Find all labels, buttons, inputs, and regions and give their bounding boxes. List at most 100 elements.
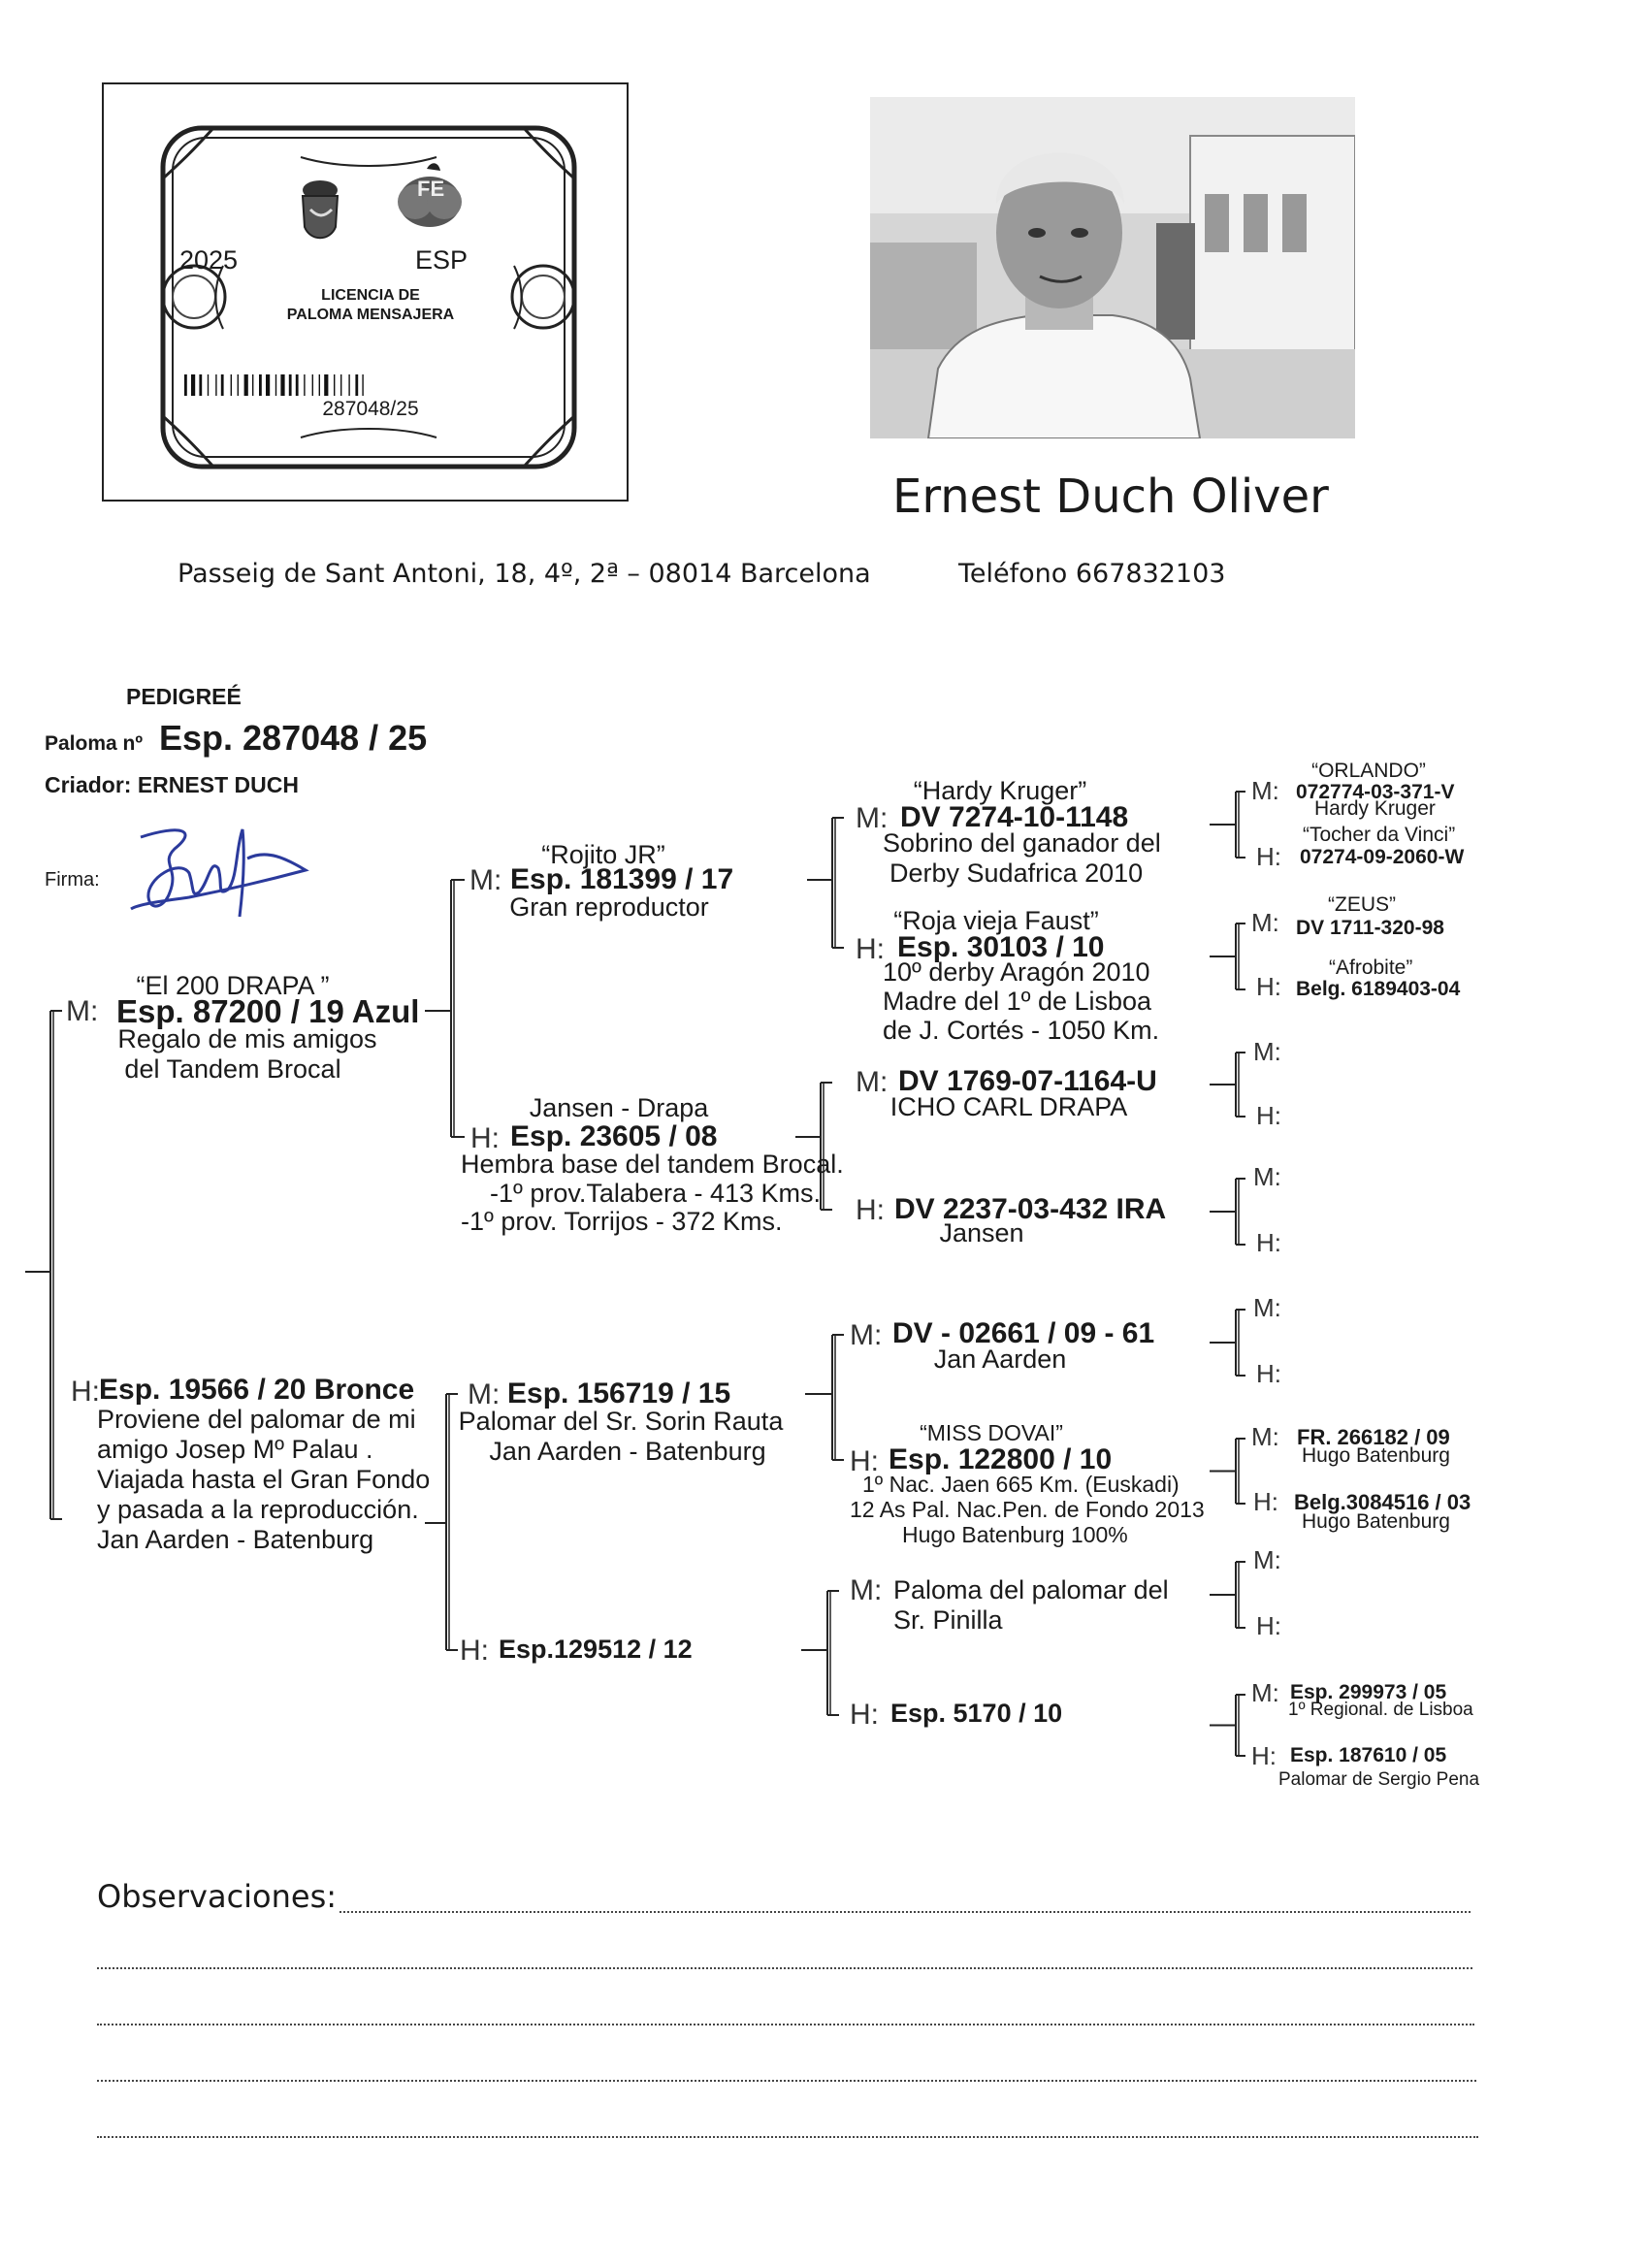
g3-mmh-note-3: de J. Cortés - 1050 Km. <box>883 1016 1160 1045</box>
g1-female-note-3: Viajada hasta el Gran Fondo <box>97 1465 431 1494</box>
g3-hmh-note-1: 1º Nac. Jaen 665 Km. (Euskadi) <box>862 1472 1180 1497</box>
g3-mmm-name: “Hardy Kruger” <box>913 776 1087 805</box>
g3-hmh-ring: Esp. 122800 / 10 <box>889 1443 1113 1475</box>
license-frame <box>102 82 629 502</box>
g2-mh-note-1: Hembra base del tandem Brocal. <box>461 1150 844 1179</box>
paloma-number: Esp. 287048 / 25 <box>159 718 428 758</box>
barcode-bar <box>191 374 196 396</box>
breeder: Criador: ERNEST DUCH <box>45 772 299 797</box>
signature <box>130 828 309 918</box>
g4-1-h-ring: 07274-09-2060-W <box>1300 846 1465 868</box>
g4-7-m-ring: FR. 266182 / 09 <box>1297 1425 1450 1449</box>
crest-icon <box>301 180 340 240</box>
g3-mmm-label: M: <box>856 802 889 834</box>
barcode-bar <box>288 374 292 396</box>
g4-6-m-label: M: <box>1253 1545 1281 1574</box>
g4-2-m-label: M: <box>1251 908 1279 937</box>
g3-hhm-ring: Paloma del palomar del <box>893 1575 1169 1604</box>
g3-hhm-label: M: <box>850 1574 883 1606</box>
barcode-bar <box>259 374 262 396</box>
g4-3-h-label: H: <box>1256 1101 1281 1130</box>
g4-8-h-ring: Esp. 187610 / 05 <box>1290 1744 1447 1766</box>
observations-line-4[interactable] <box>97 2080 1476 2082</box>
g4-6-h-label: H: <box>1256 1611 1281 1640</box>
g3-mmm-note-2: Derby Sudafrica 2010 <box>889 859 1144 888</box>
barcode-bar <box>207 374 210 396</box>
barcode-bar <box>280 374 285 396</box>
barcode-bar <box>275 374 277 396</box>
g3-hhh-ring: Esp. 5170 / 10 <box>890 1699 1063 1728</box>
g1-male-note-2: del Tandem Brocal <box>124 1054 341 1084</box>
barcode-bar <box>318 374 320 396</box>
g1-male-name: “El 200 DRAPA ” <box>136 971 330 1000</box>
barcode-bar <box>199 374 203 396</box>
g3-mhh-ring: DV 2237-03-432 IRA <box>894 1193 1167 1225</box>
g1-male-ring: Esp. 87200 / 19 Azul <box>116 993 420 1029</box>
g3-mmh-note-1: 10º derby Aragón 2010 <box>883 957 1150 987</box>
g1-male-label: M: <box>66 995 99 1027</box>
barcode-bar <box>230 374 232 396</box>
g4-4-m-label: M: <box>1253 1162 1281 1191</box>
g2-mh-label: H: <box>470 1122 500 1154</box>
barcode-bar <box>324 374 329 396</box>
observations-line-2[interactable] <box>97 1967 1472 1969</box>
g4-8-m-ring: Esp. 299973 / 05 <box>1290 1681 1447 1703</box>
g4-1-h-name: “Tocher da Vinci” <box>1303 824 1456 846</box>
barcode-bar <box>184 374 187 396</box>
g3-mhm-ring: DV 1769-07-1164-U <box>898 1065 1157 1097</box>
g4-2-m-name: “ZEUS” <box>1328 893 1396 916</box>
g3-mhm-label: M: <box>856 1066 889 1098</box>
g3-hmm-note-1: Jan Aarden <box>933 1345 1067 1374</box>
g2-mm-name: “Rojito JR” <box>541 840 665 869</box>
g3-hmh-name: “MISS DOVAI” <box>920 1420 1063 1445</box>
owner-name: Ernest Duch Oliver <box>892 470 1329 524</box>
g4-7-h-label: H: <box>1253 1487 1278 1516</box>
license-line2: PALOMA MENSAJERA <box>286 307 455 323</box>
observations-line-3[interactable] <box>97 2024 1474 2025</box>
g4-7-h-note: Hugo Batenburg <box>1302 1510 1450 1533</box>
g4-1-h-label: H: <box>1256 842 1281 871</box>
owner-photo <box>870 97 1355 438</box>
g2-mh-note-3: -1º prov. Torrijos - 372 Kms. <box>461 1207 783 1236</box>
g4-7-m-note: Hugo Batenburg <box>1302 1444 1450 1467</box>
barcode-bar <box>295 374 299 396</box>
barcode-bar <box>348 374 350 396</box>
g4-2-m-ring: DV 1711-320-98 <box>1296 917 1444 939</box>
g3-mhh-note-1: Jansen <box>939 1218 1024 1247</box>
observations-line-1[interactable] <box>340 1911 1471 1913</box>
g2-hm-label: M: <box>468 1378 501 1410</box>
g3-hmm-ring: DV - 02661 / 09 - 61 <box>892 1317 1155 1349</box>
g3-mmh-name: “Roja vieja Faust” <box>893 906 1099 935</box>
g3-hmh-note-2: 12 As Pal. Nac.Pen. de Fondo 2013 <box>850 1497 1205 1522</box>
g4-7-m-label: M: <box>1251 1422 1279 1451</box>
g4-1-m-label: M: <box>1251 776 1279 805</box>
barcode-bar <box>304 374 306 396</box>
owner-address: Passeig de Sant Antoni, 18, 4º, 2ª – 080… <box>178 559 871 589</box>
observations-label: Observaciones: <box>97 1878 338 1915</box>
g2-hh-label: H: <box>460 1635 489 1667</box>
g2-mm-note-1: Gran reproductor <box>509 892 709 922</box>
g2-mh-name: Jansen - Drapa <box>529 1093 709 1122</box>
barcode-bar <box>362 374 364 396</box>
g3-hhh-label: H: <box>850 1699 879 1731</box>
g2-hm-ring: Esp. 156719 / 15 <box>507 1377 731 1409</box>
observations-line-5[interactable] <box>97 2136 1478 2138</box>
g3-mmh-ring: Esp. 30103 / 10 <box>897 931 1105 963</box>
federation-logo-icon <box>398 163 462 227</box>
g2-mh-ring: Esp. 23605 / 08 <box>510 1120 718 1152</box>
g2-hm-note-1: Palomar del Sr. Sorin Rauta <box>458 1407 784 1436</box>
g1-female-note-2: amigo Josep Mº Palau . <box>97 1435 373 1464</box>
g3-mmh-label: H: <box>856 933 885 965</box>
g4-8-h-note: Palomar de Sergio Pena <box>1278 1769 1480 1790</box>
g1-female-ring: Esp. 19566 / 20 Bronce <box>99 1374 415 1406</box>
g3-mmh-note-2: Madre del 1º de Lisboa <box>883 987 1152 1016</box>
barcode-bar <box>311 374 313 396</box>
barcode-bar <box>340 374 342 396</box>
g4-1-m-note: Hardy Kruger <box>1314 797 1436 820</box>
g3-hhm-note-1: Sr. Pinilla <box>893 1605 1003 1635</box>
barcode-bar <box>237 374 239 396</box>
g1-female-note-1: Proviene del palomar de mi <box>97 1405 416 1434</box>
g3-mmm-note-1: Sobrino del ganador del <box>883 828 1161 858</box>
barcode-bar <box>252 374 254 396</box>
